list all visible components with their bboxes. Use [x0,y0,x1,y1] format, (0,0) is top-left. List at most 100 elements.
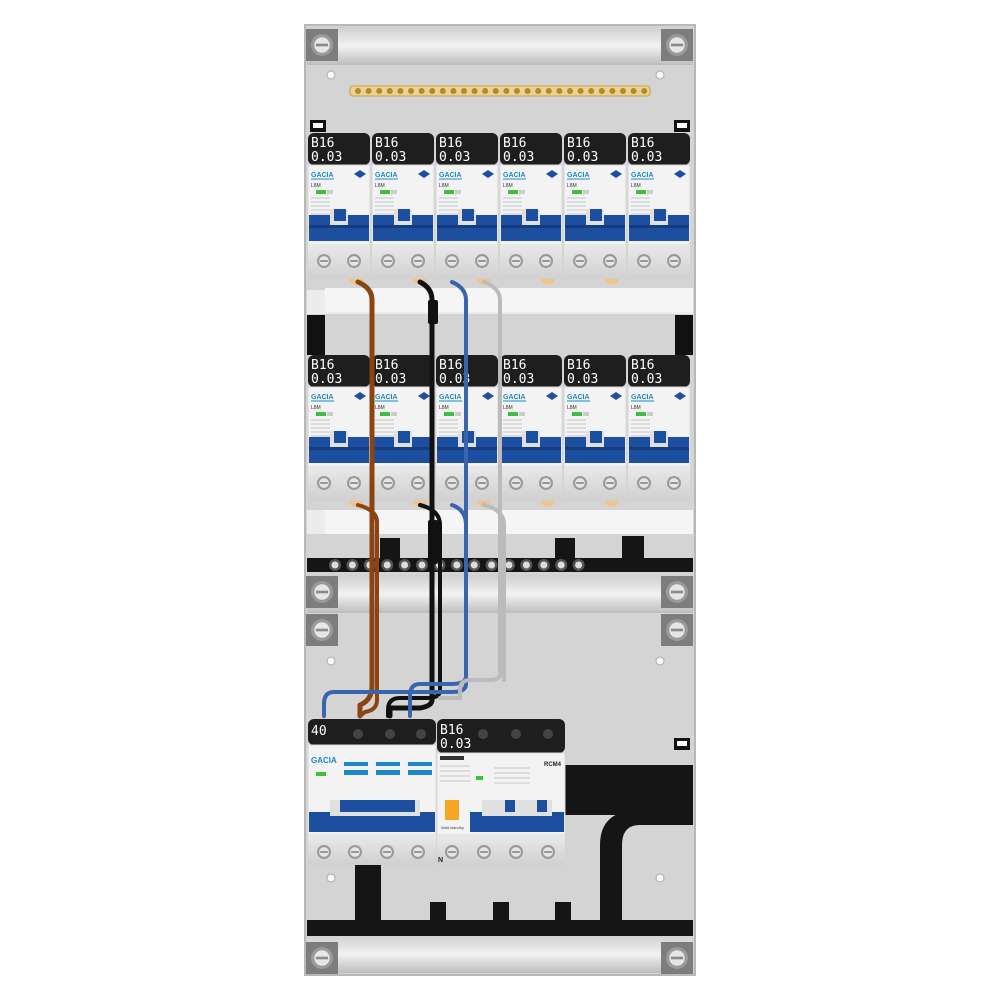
label-strip [437,719,565,753]
rivet [655,873,665,883]
corner-screws [306,29,693,974]
toggle-lever[interactable] [505,800,515,812]
label-strip [436,133,498,165]
sensitivity-label: 0.03 [503,372,534,387]
top-terminal [543,729,553,739]
terminal-screw [317,254,331,268]
toggle-lever[interactable] [590,209,602,221]
standby-label: Wait standby [441,825,464,830]
rating-label: B16 [631,358,654,373]
toggle-lever[interactable] [526,209,538,221]
toggle-lever[interactable] [590,431,602,443]
neutral-terminal-screw [575,561,583,569]
busbar-hole [588,88,595,94]
sensitivity-label: 0.03 [631,150,662,165]
brand-label: GACIA [311,394,334,401]
status-indicator [316,412,326,416]
sensitivity-label: 0.03 [311,372,342,387]
busbar-hole [482,88,489,94]
logo-diamond-icon [354,392,366,400]
top-terminal [353,729,363,739]
toggle-lever[interactable] [462,209,474,221]
sensitivity-label: 0.03 [631,372,662,387]
status-indicator [636,412,646,416]
terminal-screw [475,254,489,268]
terminal-screw [347,254,361,268]
bottom-cover [307,935,693,973]
busbar-hole [408,88,414,94]
neutral-terminals [329,559,585,571]
rcm-label: RCM4 [544,762,562,768]
logo-icon [440,756,464,760]
terminal-screw [317,845,331,859]
sensitivity-label: 0.03 [311,150,342,165]
terminal-screw [637,476,651,490]
busbar-hole [397,88,404,94]
toggle-lever[interactable] [526,431,538,443]
rating-window [455,412,461,416]
toggle-shadow [309,447,369,450]
model-label: L8M [503,405,513,411]
terminal-screw [541,845,555,859]
logo-diamond-icon [418,170,430,178]
terminal-screw [348,845,362,859]
rating-window [519,190,525,194]
brand-label: GACIA [503,394,526,401]
toggle-lever[interactable] [537,800,547,812]
brand-label: GACIA [567,394,590,401]
pole-marker [408,770,432,775]
status-indicator [316,190,326,194]
toggle-base [309,812,435,832]
rating-label: B16 [567,136,590,151]
label-strip [564,355,626,387]
terminal-screw [509,476,523,490]
busbar-hole [471,88,478,94]
toggle-lever[interactable] [398,209,410,221]
sensitivity-label: 0.03 [440,737,471,752]
brand-label: GACIA [439,172,462,179]
neutral-terminal-screw [401,561,409,569]
top-terminal [478,729,488,739]
busbar-hole [577,88,584,94]
neutral-terminal-screw [505,561,513,569]
toggle-shadow [437,225,497,228]
toggle-lever[interactable] [340,800,415,812]
top-terminal [511,729,521,739]
top-cover [307,27,693,65]
toggle-lever[interactable] [654,209,666,221]
model-label: L8M [631,183,641,189]
corner-screw [666,947,688,969]
busbar-hole [535,88,542,94]
wiring [322,279,506,719]
toggle-lever[interactable] [654,431,666,443]
toggle-shadow [565,447,625,450]
rating-label: B16 [311,136,334,151]
neutral-terminal-screw [488,561,496,569]
pole-marker [376,762,400,766]
status-indicator [572,412,582,416]
toggle-lever[interactable] [334,209,346,221]
rating-window [327,190,333,194]
cable-stub [604,279,620,285]
toggle-lever[interactable] [334,431,346,443]
terminal-screw [445,254,459,268]
status-indicator [316,772,326,776]
busbar-hole [598,88,605,94]
toggle-lever[interactable] [398,431,410,443]
brand-label: GACIA [439,394,462,401]
test-button[interactable] [445,800,459,820]
neutral-terminal-screw [470,561,478,569]
